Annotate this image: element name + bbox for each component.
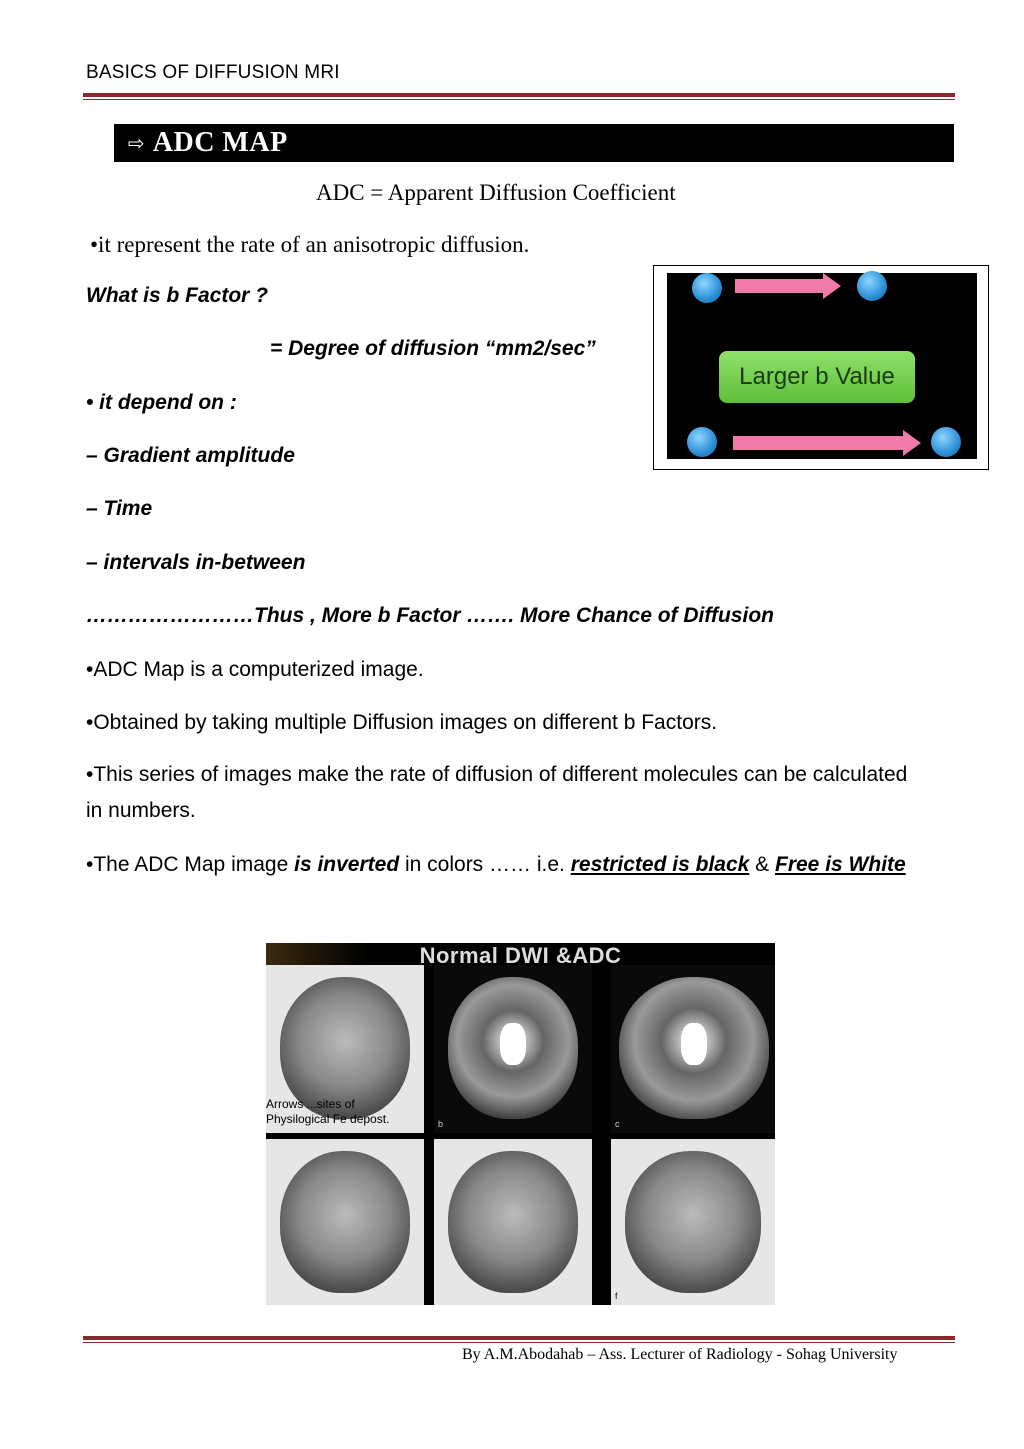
long-arrow [733,436,905,450]
header-rule [83,93,955,100]
depend-item: – Gradient amplitude [86,444,295,467]
brain-panel-adc-b: b [434,965,592,1133]
b-factor-question: What is b Factor ? [86,284,269,307]
bullet-obtained: •Obtained by taking multiple Diffusion i… [86,711,718,734]
panel-label: f [615,1291,618,1301]
footer-credit: By A.M.Abodahab – Ass. Lecturer of Radio… [462,1346,898,1363]
b-value-diagram: Larger b Value [667,271,977,459]
free-is-white: Free is White [775,853,906,876]
b-factor-answer: = Degree of diffusion “mm2/sec” [270,337,596,360]
bullet-computerized: •ADC Map is a computerized image. [86,658,424,681]
ventricle [500,1023,526,1065]
panel-label: b [438,1119,444,1129]
long-arrow-head [903,430,921,456]
inverted-emphasis: is inverted [294,853,400,876]
brain-panel-dwi-e [434,1139,592,1305]
depend-on-label: • it depend on : [86,391,237,414]
bullet-series: •This series of images make the rate of … [86,763,908,822]
section-heading-bar: ⇨ ADC MAP [114,124,954,162]
brain-image [625,1151,761,1293]
brain-image [619,977,769,1119]
brain-panel-dwi-d [266,1139,424,1305]
larger-b-value-label: Larger b Value [719,351,915,403]
bullet-rate: •it represent the rate of an anisotropic… [90,232,530,257]
molecule-dot [931,427,961,457]
brain-image [280,977,410,1119]
molecule-dot [857,271,887,301]
section-title: ADC MAP [152,127,288,158]
inverted-prefix: •The ADC Map image [86,853,295,876]
page-header-title: BASICS OF DIFFUSION MRI [86,62,340,83]
brain-panel-adc-c: c [611,965,775,1133]
brain-image [280,1151,410,1293]
panel-label: c [615,1119,620,1129]
inverted-mid: in colors …… i.e. [399,853,571,876]
short-arrow [735,279,825,293]
molecule-dot [692,273,722,303]
brain-image [448,977,578,1119]
ampersand: & [749,853,775,876]
ventricle [681,1023,707,1065]
right-arrow-icon: ⇨ [128,131,145,155]
b-value-figure: Larger b Value [653,265,989,470]
short-arrow-head [823,273,841,299]
thus-statement: ……………………Thus , More b Factor ……. More Ch… [86,604,774,627]
brain-panel-dwi-f: f [611,1139,775,1305]
figure-title: Normal DWI &ADC [266,943,775,968]
brain-image [448,1151,578,1293]
depend-item: – intervals in-between [86,551,306,574]
depend-item: – Time [86,497,153,520]
molecule-dot [687,427,717,457]
adc-definition: ADC = Apparent Diffusion Coefficient [316,180,676,205]
bullet-inverted: •The ADC Map image is inverted in colors… [86,847,916,883]
restricted-is-black: restricted is black [570,853,750,876]
footer-rule [83,1336,955,1343]
